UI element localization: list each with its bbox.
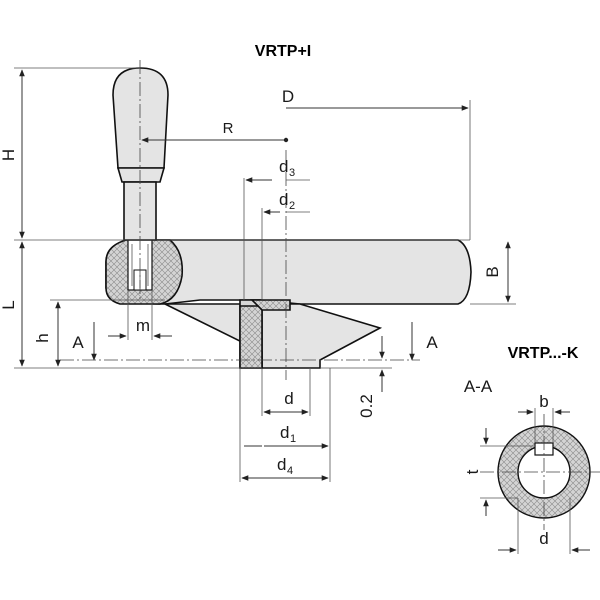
dimension-d4: d 4 (241, 450, 331, 482)
label-D: D (282, 87, 294, 106)
dimension-r-radius: R (141, 120, 289, 143)
section-marker-right: A (409, 322, 438, 361)
label-d4: d (277, 455, 286, 474)
crank-handle (112, 67, 169, 241)
dimension-b-rim: B (470, 241, 516, 305)
dimension-d-bore: d (261, 368, 311, 416)
main-title: VRTP+I (255, 43, 311, 60)
dimension-l-length: L (0, 241, 262, 369)
label-b: b (539, 392, 548, 411)
label-H: H (0, 149, 18, 161)
svg-text:A: A (72, 333, 84, 352)
label-offset: 0.2 (357, 394, 376, 418)
label-m: m (136, 316, 150, 335)
label-d3: d (279, 157, 288, 176)
dimension-d3: d 3 (243, 157, 310, 300)
label-d1-sub: 1 (290, 433, 296, 445)
label-d3-sub: 3 (289, 167, 295, 179)
dimension-m: m (108, 290, 172, 340)
label-h: h (33, 333, 52, 342)
label-d: d (284, 389, 293, 408)
label-d2-sub: 2 (289, 200, 295, 212)
dimension-d2: d 2 (261, 190, 310, 300)
label-L: L (0, 300, 18, 309)
label-R: R (223, 120, 234, 137)
dimension-h-small: h (33, 299, 165, 367)
label-d4-sub: 4 (287, 465, 293, 477)
dimension-d1: d 1 (239, 368, 331, 482)
dimension-h-height: H (0, 67, 470, 241)
variant-title: VRTP...-K (508, 345, 579, 362)
section-marker-left: A (72, 322, 97, 361)
dimension-keyway-b: b (518, 392, 570, 443)
handwheel-body (105, 239, 472, 369)
section-title: A-A (464, 377, 493, 396)
label-B: B (483, 266, 502, 277)
section-aa-keyed-bore (480, 414, 600, 530)
label-t: t (463, 469, 482, 474)
dimension-offset: 0.2 (320, 336, 392, 418)
label-d1: d (280, 423, 289, 442)
dimension-d-diameter: D (282, 87, 471, 240)
label-d2: d (279, 190, 288, 209)
dimension-section-d: d (498, 498, 590, 554)
label-d-section: d (539, 529, 548, 548)
dimension-keyway-t: t (463, 428, 535, 516)
svg-text:A: A (426, 333, 438, 352)
